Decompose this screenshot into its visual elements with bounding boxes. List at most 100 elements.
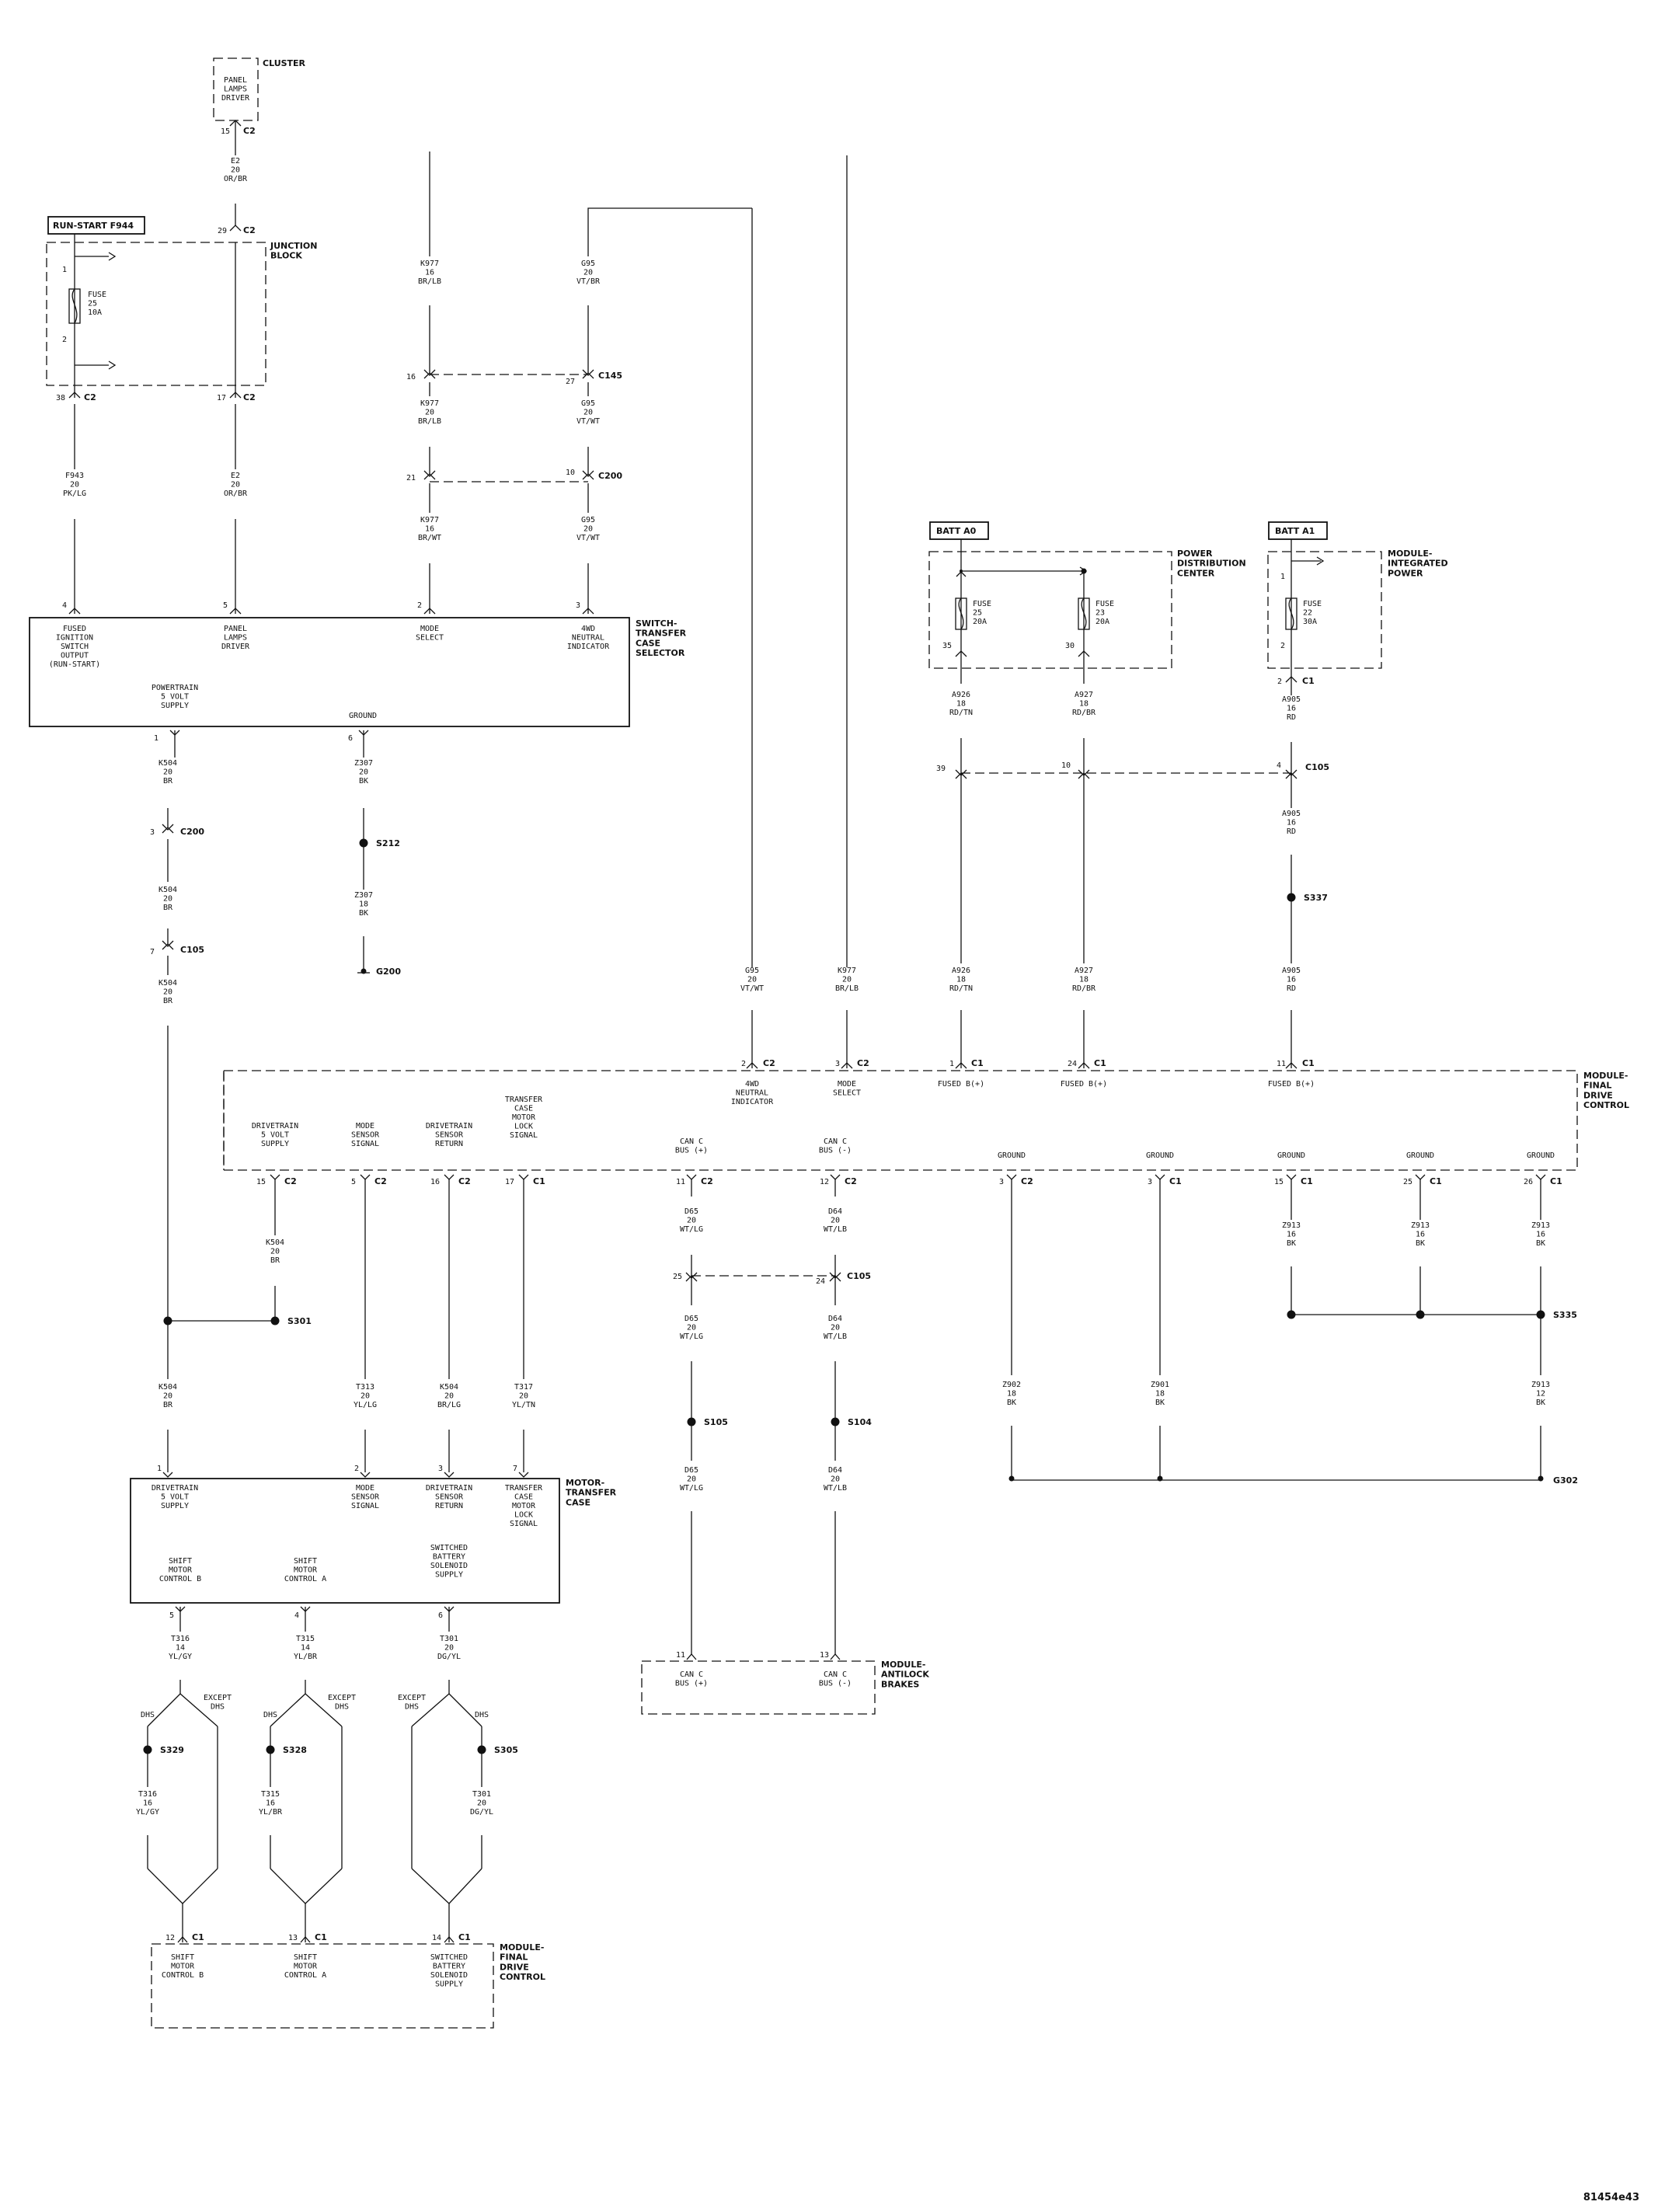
connector-label: C2 [857,1058,869,1068]
splice-dot [270,1316,280,1325]
pin-label: 1 [949,1060,954,1068]
pin-label: 13 [288,1934,298,1942]
abs-box [641,1660,876,1715]
pin-label: 15 [1274,1178,1284,1186]
fdcm-bottom-box [151,1943,494,2029]
pin-label: 10 [1061,761,1071,770]
pin-label: 13 [820,1651,829,1660]
pin-label: 14 [432,1934,441,1942]
connector-label: C1 [1094,1058,1106,1068]
batt-a0-box [929,521,989,540]
connector-arrow [1286,1174,1297,1180]
pin-label: 35 [942,642,952,650]
pin-label: 24 [816,1277,825,1286]
arrow-right-icon [108,361,117,370]
connector-label: C2 [243,225,256,235]
pin-label: 11 [676,1178,685,1186]
pin-label: 1 [157,1465,162,1473]
ground-label: G200 [376,967,401,977]
connector-label: C105 [1305,762,1329,772]
splice-label: S328 [283,1745,307,1755]
fuse-element-icon [1288,597,1294,630]
splice-label: S104 [848,1417,872,1427]
splice-label: S212 [376,838,400,848]
connector-arrow [229,225,242,232]
connector-symbol [582,470,594,480]
connector-arrow [1415,1174,1426,1180]
connector-label: C2 [374,1176,387,1186]
connector-arrow [841,1062,853,1069]
arrow-right-icon [1316,556,1325,566]
pin-label: 1 [154,734,158,743]
option-merge [147,1868,218,1904]
pin-label: 2 [1280,642,1285,650]
batt-a1-box [1268,521,1328,540]
pin-label: 15 [256,1178,266,1186]
connector-label: C2 [284,1176,297,1186]
connector-arrow [1535,1174,1546,1180]
pin-label: 12 [165,1934,175,1942]
pin-label: 11 [676,1651,685,1660]
pin-label: 15 [221,127,230,136]
connector-label: C105 [847,1271,871,1281]
pin-label: 25 [1403,1178,1412,1186]
connector-arrow [830,1174,841,1180]
splice-dot [143,1745,152,1754]
pin-label: 3 [1148,1178,1152,1186]
fdcm-pin-label: GROUND [1527,1151,1555,1160]
pin-label: 30 [1065,642,1075,650]
connector-arrow [518,1472,529,1478]
option-split [147,1693,218,1727]
ground-dot [1538,1475,1544,1482]
option-label: DHS [263,1711,277,1719]
splice-label: S301 [287,1316,312,1326]
pin-label: 5 [351,1178,356,1186]
connector-arrow [686,1174,697,1180]
connector-label: C200 [180,827,204,837]
pin-label: 29 [218,227,227,235]
connector-label: C1 [1169,1176,1182,1186]
pin-label: 3 [150,828,155,837]
pin-label: 2 [1277,678,1282,686]
option-merge [411,1868,482,1904]
fdcm-top-connectors [746,1062,1297,1069]
fdcm-pin-label: GROUND [1277,1151,1305,1160]
pin-label: 6 [348,734,353,743]
pin-label: 5 [169,1611,174,1620]
selector-box [29,617,630,727]
connector-arrow [68,608,81,615]
connector-label: C1 [1550,1176,1562,1186]
selector-pin-label: GROUND [349,712,377,720]
